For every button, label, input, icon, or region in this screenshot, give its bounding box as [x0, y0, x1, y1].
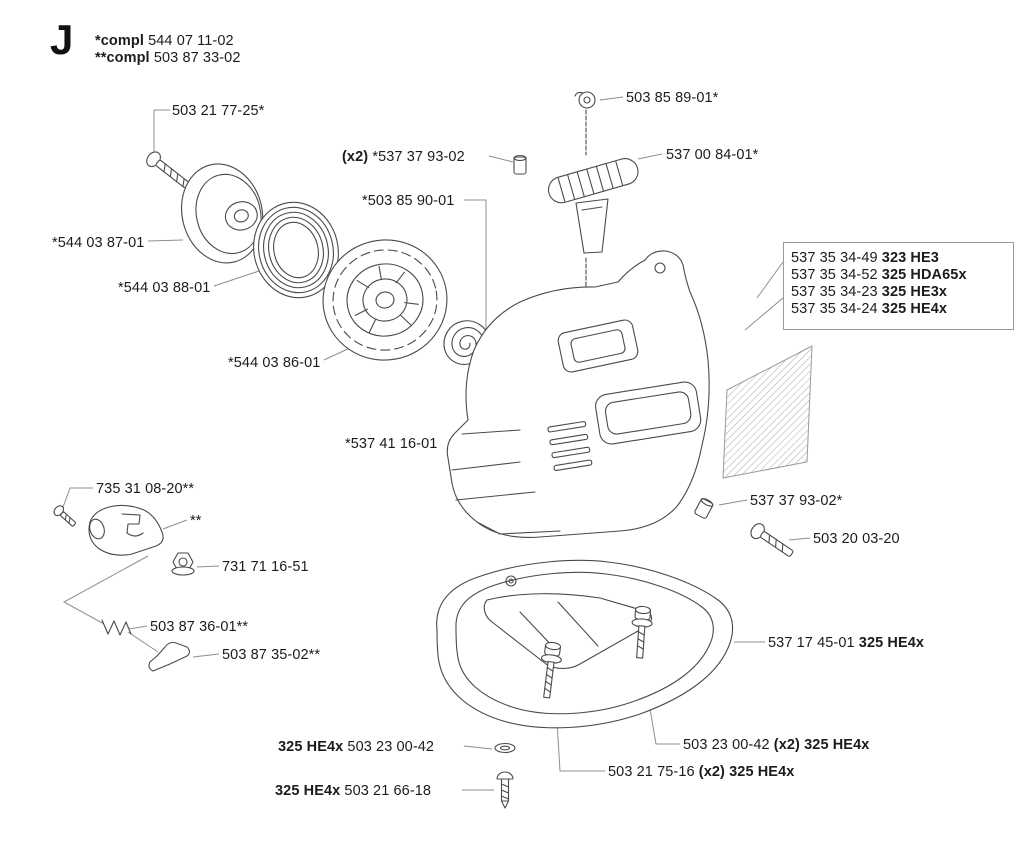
label-503-20-03-20: 503 20 03-20 — [813, 531, 900, 548]
variant-row-3-text: 325 HE3x — [881, 284, 948, 300]
label-503-85-89-01-text: 503 85 89-01* — [626, 90, 719, 106]
compl-line-1: *compl 544 07 11-02 — [95, 33, 234, 50]
label-537-41-16-01-text: *537 41 16-01 — [345, 436, 438, 452]
label-537-17-45-01-text: 325 HE4x — [858, 635, 925, 651]
label-503-21-66-18-text: 503 21 66-18 — [344, 783, 432, 799]
label-503-21-75-16: 503 21 75-16 (x2) 325 HE4x — [608, 764, 794, 781]
variant-row-1-text: 537 35 34-49 — [791, 250, 882, 266]
base-screw — [496, 771, 514, 809]
variant-row-2-text: 537 35 34-52 — [791, 267, 882, 283]
label-503-23-00-42-right: 503 23 00-42 (x2) 325 HE4x — [683, 737, 869, 754]
label-double-star: ** — [190, 513, 202, 530]
label-544-03-87-01: *544 03 87-01 — [52, 235, 144, 252]
label-503-21-77-25-text: 503 21 77-25* — [172, 103, 265, 119]
choke-lever-bracket — [88, 504, 164, 556]
label-537-37-93-02-x2-text: *537 37 93-02 — [372, 149, 465, 165]
label-503-23-00-42-left-text: 503 23 00-42 — [347, 739, 435, 755]
label-735-31-08-20: 735 31 08-20** — [96, 481, 194, 498]
compl-line-2-text: **compl — [95, 50, 154, 66]
label-544-03-88-01-text: *544 03 88-01 — [118, 280, 211, 296]
choke-screw — [53, 505, 76, 527]
label-503-20-03-20-text: 503 20 03-20 — [813, 531, 900, 547]
label-503-21-75-16-text: 503 21 75-16 — [608, 764, 699, 780]
compl-line-2-text: 503 87 33-02 — [153, 50, 241, 66]
label-537-41-16-01: *537 41 16-01 — [345, 436, 437, 453]
label-503-23-00-42-left: 325 HE4x 503 23 00-42 — [278, 739, 434, 756]
rope-pulley — [322, 239, 448, 361]
label-731-71-16-51-text: 731 71 16-51 — [222, 559, 309, 575]
label-731-71-16-51: 731 71 16-51 — [222, 559, 309, 576]
label-503-87-36-01-text: 503 87 36-01** — [150, 619, 249, 635]
rope-guide-knob — [574, 91, 596, 109]
variant-row-4-text: 537 35 34-24 — [791, 301, 882, 317]
variant-row-1: 537 35 34-49 323 HE3 — [791, 250, 939, 267]
label-537-17-45-01-text: 537 17 45-01 — [768, 635, 859, 651]
compl-line-2: **compl 503 87 33-02 — [95, 50, 241, 67]
starter-handle — [547, 158, 639, 254]
housing-screw — [750, 523, 794, 557]
choke-spring — [101, 619, 132, 636]
washer — [494, 742, 516, 754]
label-503-21-66-18-text: 325 HE4x — [275, 783, 345, 799]
label-537-37-93-02-x2: (x2) *537 37 93-02 — [342, 149, 465, 166]
label-537-37-93-02-text: 537 37 93-02* — [750, 493, 843, 509]
variant-box — [783, 242, 1014, 330]
label-503-87-35-02: 503 87 35-02** — [222, 647, 320, 664]
air-screen — [722, 345, 813, 479]
variant-row-3-text: 537 35 34-23 — [791, 284, 882, 300]
label-544-03-88-01: *544 03 88-01 — [118, 280, 210, 297]
label-735-31-08-20-text: 735 31 08-20** — [96, 481, 195, 497]
compl-line-1-text: *compl — [95, 33, 149, 49]
label-503-23-00-42-right-text: 503 23 00-42 — [683, 737, 774, 753]
flange-nut — [171, 552, 195, 576]
label-503-21-66-18: 325 HE4x 503 21 66-18 — [275, 783, 431, 800]
label-503-87-35-02-text: 503 87 35-02** — [222, 647, 321, 663]
label-537-37-93-02: 537 37 93-02* — [750, 493, 842, 510]
label-503-23-00-42-right-text: (x2) 325 HE4x — [773, 737, 870, 753]
label-503-87-36-01: 503 87 36-01** — [150, 619, 248, 636]
label-double-star-text: ** — [190, 513, 202, 529]
label-544-03-86-01: *544 03 86-01 — [228, 355, 320, 372]
base-bolt-2 — [631, 605, 653, 659]
label-503-85-90-01-text: *503 85 90-01 — [362, 193, 455, 209]
label-503-85-90-01: *503 85 90-01 — [362, 193, 454, 210]
choke-lever — [148, 641, 191, 672]
variant-row-1-text: 323 HE3 — [881, 250, 939, 266]
starter-spring-spiral — [443, 320, 496, 365]
starter-housing — [446, 250, 710, 538]
label-544-03-87-01-text: *544 03 87-01 — [52, 235, 145, 251]
label-537-17-45-01: 537 17 45-01 325 HE4x — [768, 635, 924, 652]
variant-row-4: 537 35 34-24 325 HE4x — [791, 301, 947, 318]
label-544-03-86-01-text: *544 03 86-01 — [228, 355, 321, 371]
housing-bushing — [694, 498, 714, 519]
cover-screw — [146, 151, 190, 189]
label-503-23-00-42-left-text: 325 HE4x — [278, 739, 348, 755]
variant-row-2-text: 325 HDA65x — [881, 267, 967, 283]
label-503-21-75-16-text: (x2) 325 HE4x — [698, 764, 795, 780]
rope-bushing — [513, 154, 527, 175]
compl-line-1-text: 544 07 11-02 — [148, 33, 234, 49]
recoil-spring — [253, 201, 339, 299]
label-537-37-93-02-x2-text: (x2) — [342, 149, 373, 165]
label-503-85-89-01: 503 85 89-01* — [626, 90, 718, 107]
variant-row-4-text: 325 HE4x — [881, 301, 948, 317]
variant-row-3: 537 35 34-23 325 HE3x — [791, 284, 947, 301]
starter-pulley-cover — [180, 163, 264, 264]
base-bolt-1 — [540, 641, 562, 699]
variant-row-2: 537 35 34-52 325 HDA65x — [791, 267, 967, 284]
label-537-00-84-01: 537 00 84-01* — [666, 147, 758, 164]
label-503-21-77-25: 503 21 77-25* — [172, 103, 264, 120]
starter-base — [436, 559, 734, 729]
section-letter: J — [50, 16, 74, 63]
label-537-00-84-01-text: 537 00 84-01* — [666, 147, 759, 163]
